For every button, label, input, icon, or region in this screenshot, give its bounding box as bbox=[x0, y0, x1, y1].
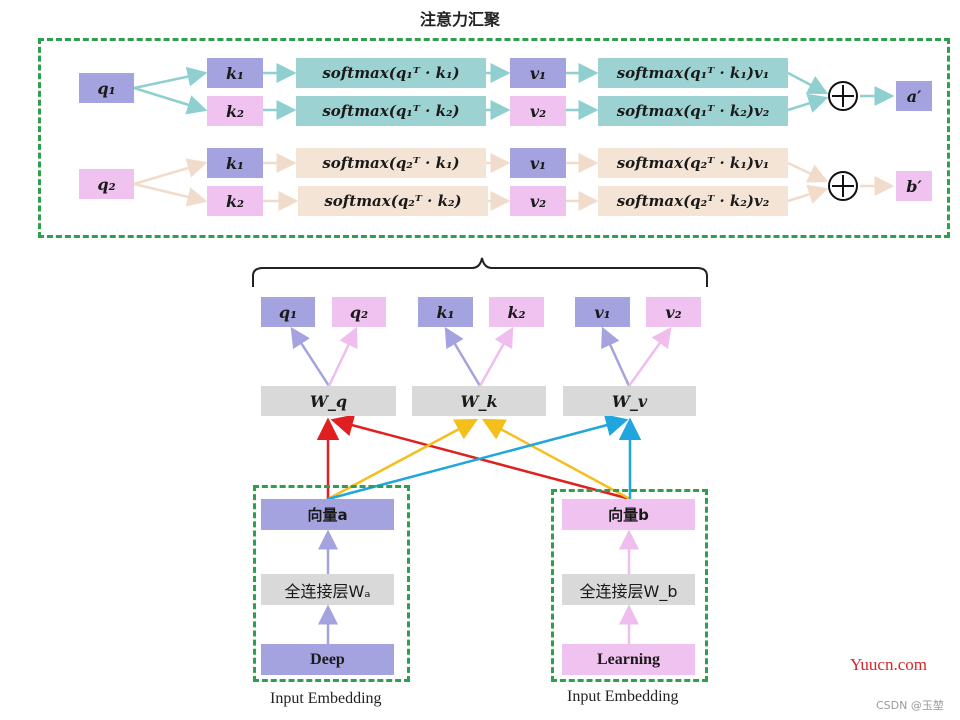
v2-label: v₂ bbox=[529, 101, 547, 121]
fc-layer-b-label: 全连接层W_b bbox=[579, 581, 678, 601]
vector-b-label: 向量b bbox=[608, 506, 649, 524]
sum-icon-row2 bbox=[828, 171, 858, 201]
vector-b: 向量b bbox=[562, 499, 695, 530]
weighted-v1-q1: softmax(q₁ᵀ · k₁)v₁ bbox=[598, 58, 788, 88]
q2-label: q₂ bbox=[97, 174, 116, 194]
token-learning: Learning bbox=[562, 644, 695, 675]
softmax-q1-k2: softmax(q₁ᵀ · k₂) bbox=[296, 96, 486, 126]
token-learning-label: Learning bbox=[596, 650, 661, 668]
proj-q2: q₂ bbox=[332, 297, 386, 327]
token-deep-label: Deep bbox=[310, 650, 345, 668]
q1-node: q₁ bbox=[79, 73, 134, 103]
fc-layer-a: 全连接层Wₐ bbox=[261, 574, 394, 605]
k2-label: k₂ bbox=[225, 101, 245, 121]
softmax-q1-k1-label: softmax(q₁ᵀ · k₁) bbox=[322, 64, 460, 82]
weighted-v2-q2-label: softmax(q₂ᵀ · k₂)v₂ bbox=[616, 192, 770, 210]
v2-node-row1: v₂ bbox=[510, 96, 566, 126]
proj-v1-label: v₁ bbox=[594, 302, 611, 322]
v2-label: v₂ bbox=[529, 191, 547, 211]
fc-layer-a-label: 全连接层Wₐ bbox=[284, 581, 371, 601]
weighted-v2-q2: softmax(q₂ᵀ · k₂)v₂ bbox=[598, 186, 788, 216]
weighted-v2-q1: softmax(q₁ᵀ · k₂)v₂ bbox=[598, 96, 788, 126]
softmax-q2-k2: softmax(q₂ᵀ · k₂) bbox=[298, 186, 488, 216]
fc-layer-b: 全连接层W_b bbox=[562, 574, 695, 605]
wk-matrix: W_k bbox=[412, 386, 546, 416]
v1-label: v₁ bbox=[529, 153, 547, 173]
wk-label: W_k bbox=[460, 391, 498, 411]
proj-k1: k₁ bbox=[418, 297, 473, 327]
proj-k1-label: k₁ bbox=[436, 302, 455, 322]
proj-v2-label: v₂ bbox=[665, 302, 682, 322]
proj-q2-label: q₂ bbox=[349, 302, 369, 322]
k2-node-row2: k₂ bbox=[207, 186, 263, 216]
token-deep: Deep bbox=[261, 644, 394, 675]
q2-node: q₂ bbox=[79, 169, 134, 199]
k1-node-row2: k₁ bbox=[207, 148, 263, 178]
a-prime-output: a′ bbox=[896, 81, 932, 111]
proj-v2: v₂ bbox=[646, 297, 701, 327]
weighted-v2-q1-label: softmax(q₁ᵀ · k₂)v₂ bbox=[616, 102, 770, 120]
sum-icon-row1 bbox=[828, 81, 858, 111]
proj-k2: k₂ bbox=[489, 297, 544, 327]
softmax-q2-k1-label: softmax(q₂ᵀ · k₁) bbox=[322, 154, 460, 172]
watermark-site: Yuucn.com bbox=[850, 655, 927, 674]
wv-matrix: W_v bbox=[563, 386, 696, 416]
proj-k2-label: k₂ bbox=[507, 302, 526, 322]
k1-label: k₁ bbox=[225, 63, 245, 83]
v1-node-row1: v₁ bbox=[510, 58, 566, 88]
v1-node-row2: v₁ bbox=[510, 148, 566, 178]
wv-label: W_v bbox=[611, 391, 648, 411]
weighted-v1-q2: softmax(q₂ᵀ · k₁)v₁ bbox=[598, 148, 788, 178]
v2-node-row2: v₂ bbox=[510, 186, 566, 216]
watermark-credit: CSDN @玉堃 bbox=[876, 699, 944, 712]
softmax-q1-k1: softmax(q₁ᵀ · k₁) bbox=[296, 58, 486, 88]
a-prime-label: a′ bbox=[906, 86, 922, 106]
softmax-q2-k1: softmax(q₂ᵀ · k₁) bbox=[296, 148, 486, 178]
b-prime-output: b′ bbox=[896, 171, 932, 201]
q1-label: q₁ bbox=[97, 78, 116, 98]
weighted-v1-q1-label: softmax(q₁ᵀ · k₁)v₁ bbox=[616, 64, 770, 82]
proj-q1-label: q₁ bbox=[278, 302, 298, 322]
weighted-v1-q2-label: softmax(q₂ᵀ · k₁)v₁ bbox=[616, 154, 770, 172]
input-embedding-label-b: Input Embedding bbox=[567, 688, 679, 705]
wq-matrix: W_q bbox=[261, 386, 396, 416]
diagram-title: 注意力汇聚 bbox=[420, 10, 501, 29]
input-embedding-frame-a bbox=[253, 485, 410, 682]
k2-label: k₂ bbox=[225, 191, 245, 211]
softmax-q2-k2-label: softmax(q₂ᵀ · k₂) bbox=[324, 192, 462, 210]
input-embedding-label-a: Input Embedding bbox=[270, 690, 382, 707]
vector-a-label: 向量a bbox=[307, 506, 348, 524]
k1-node-row1: k₁ bbox=[207, 58, 263, 88]
vector-a: 向量a bbox=[261, 499, 394, 530]
wq-label: W_q bbox=[309, 391, 348, 411]
input-embedding-frame-b bbox=[551, 489, 708, 682]
v1-label: v₁ bbox=[529, 63, 547, 83]
k1-label: k₁ bbox=[225, 153, 245, 173]
proj-v1: v₁ bbox=[575, 297, 630, 327]
proj-q1: q₁ bbox=[261, 297, 315, 327]
b-prime-label: b′ bbox=[906, 176, 922, 196]
attention-pooling-frame bbox=[38, 38, 950, 238]
softmax-q1-k2-label: softmax(q₁ᵀ · k₂) bbox=[322, 102, 460, 120]
k2-node-row1: k₂ bbox=[207, 96, 263, 126]
